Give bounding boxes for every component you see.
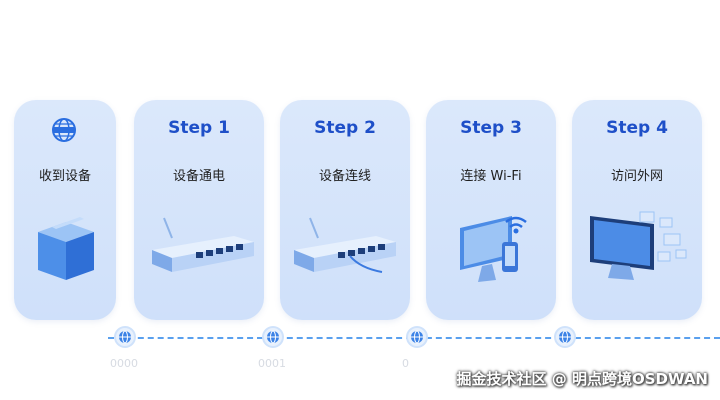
card-step-3: Step 3 连接 Wi-Fi [426,100,556,320]
timeline-node [556,328,574,346]
watermark: 掘金技术社区 @ 明点跨境OSDWAN [456,370,709,388]
card-label: 收到设备 [38,169,91,184]
card-label: 设备通电 [172,169,225,184]
step-title: Step 1 [168,118,230,138]
timeline-node [408,328,426,346]
step-title: Step 2 [314,118,376,138]
globe-icon [52,118,76,142]
timeline-year: 0 [402,357,409,370]
box-icon [38,217,94,280]
globe-icon [559,330,571,344]
step-title: Step 3 [460,118,522,138]
timeline-node [116,328,134,346]
monitor-web-icon [590,211,687,280]
wifi-monitor-icon [460,216,527,282]
switch-cable-icon [294,217,396,273]
timeline-year: 0001 [258,357,286,370]
step-title: Step 4 [606,118,668,138]
globe-icon [411,330,423,344]
card-label: 连接 Wi-Fi [460,169,522,184]
switch-icon [152,217,254,272]
timeline-node [264,328,282,346]
card-label: 访问外网 [610,169,663,184]
card-step-4: Step 4 访问外网 [572,100,702,320]
timeline-year: 0000 [110,357,138,370]
card-received-device: 收到设备 [14,100,116,320]
card-label: 设备连线 [318,169,371,184]
card-step-2: Step 2 设备连线 [280,100,410,320]
card-step-1: Step 1 设备通电 [134,100,264,320]
globe-icon [119,330,131,344]
globe-icon [267,330,279,344]
